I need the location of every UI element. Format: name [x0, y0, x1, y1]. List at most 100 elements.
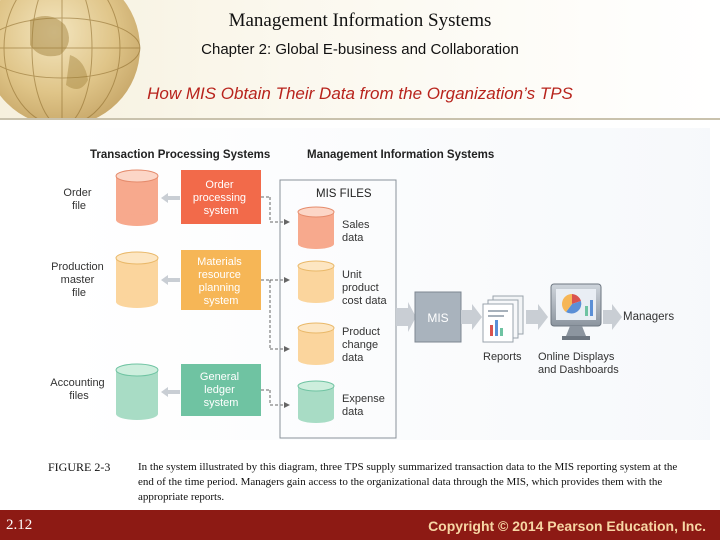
mis-file-sales: Sales data — [297, 206, 373, 249]
connector-arrowheads-part — [284, 346, 290, 352]
page-number: 2.12 — [6, 517, 33, 533]
slide-footer: 2.12 Copyright © 2014 Pearson Education,… — [0, 510, 720, 540]
database-icon-part — [115, 363, 159, 377]
mis-file-sales-part — [298, 239, 334, 249]
system-label: General ledger system — [200, 371, 242, 409]
mis-file-expense-part — [297, 380, 335, 392]
figure-caption: In the system illustrated by this diagra… — [138, 461, 678, 503]
arrow-icon — [603, 304, 622, 330]
mis-file-unit-cost-part — [298, 293, 334, 303]
file-label: Accounting files — [50, 377, 108, 402]
mis-file-unit-cost: Unit product cost data — [297, 260, 388, 307]
mis-files-label: MIS FILES — [316, 188, 372, 200]
tps-row-production: Production master file Materials resourc… — [51, 250, 261, 310]
mis-file-product-change: Product change data — [297, 322, 383, 365]
mis-file-expense-part — [298, 413, 334, 423]
mis-file-unit-cost-part-part: cost data — [342, 295, 388, 307]
displays-label: Online Displays and Dashboards — [538, 351, 619, 376]
system-label-part: Materials — [197, 256, 242, 268]
database-icon-part — [116, 176, 158, 220]
connector-arrowheads — [284, 219, 290, 408]
system-label-part: Order — [205, 179, 233, 191]
mis-file-unit-cost-part: Unit product cost data — [342, 269, 388, 307]
system-label-part: system — [204, 205, 239, 217]
system-label: Order processing system — [193, 179, 249, 217]
figure-label: FIGURE 2-3 — [48, 460, 111, 474]
mis-file-product-change-part — [297, 322, 335, 334]
reports-icon — [482, 295, 524, 343]
system-label: Materials resource planning system — [197, 256, 245, 307]
arrow-icon — [461, 304, 482, 330]
system-label-part: ledger — [204, 384, 235, 396]
mis-file-sales-part-part: data — [342, 232, 364, 244]
tps-mis-diagram: Transaction Processing Systems Managemen… — [0, 120, 720, 450]
monitor-dashboard-icon-part — [566, 326, 586, 336]
reports-icon-part — [490, 325, 493, 336]
deck-title: Management Information Systems — [228, 10, 492, 31]
connector-arrowheads-part — [284, 402, 290, 408]
mis-file-sales-part: Sales data — [342, 219, 373, 244]
database-icon-part — [116, 258, 158, 302]
monitor-dashboard-icon-part — [572, 294, 581, 304]
mis-file-expense-part-part: data — [342, 406, 364, 418]
arrow-icon — [161, 275, 180, 285]
system-label-part: system — [204, 397, 239, 409]
monitor-dashboard-icon-part — [561, 294, 572, 312]
mis-file-sales-part — [297, 206, 335, 218]
deck-subtitle: Chapter 2: Global E-business and Collabo… — [201, 41, 519, 58]
system-label-part: planning — [199, 282, 241, 294]
connector-arrowheads-part — [284, 277, 290, 283]
system-label-part: system — [204, 295, 239, 307]
tps-row-accounting: Accounting files General ledger system — [50, 363, 261, 420]
mis-file-expense: Expense data — [297, 380, 388, 423]
section-header-tps: Transaction Processing Systems — [90, 149, 270, 161]
file-label-part: master — [61, 274, 95, 286]
monitor-dashboard-icon-part — [562, 336, 590, 340]
mis-file-unit-cost-part — [297, 260, 335, 272]
monitor-dashboard-icon-part — [585, 306, 588, 316]
tps-system-box — [181, 250, 261, 310]
database-icon-part — [115, 169, 159, 183]
reports-icon-part — [500, 328, 503, 336]
displays-label-part: and Dashboards — [538, 364, 619, 376]
globe-icon — [0, 0, 141, 120]
reports-icon-part — [488, 315, 504, 317]
database-icon — [115, 363, 159, 420]
title-divider — [0, 118, 720, 120]
arrow-icon — [396, 302, 416, 332]
displays-label-part: Online Displays — [538, 351, 615, 363]
mis-file-expense-part: Expense data — [342, 393, 388, 418]
copyright-notice: Copyright © 2014 Pearson Education, Inc. — [428, 518, 706, 534]
system-label-part: resource — [198, 269, 241, 281]
database-icon-part — [116, 408, 158, 420]
mis-file-product-change-part: Product change data — [342, 326, 383, 364]
mis-box — [414, 291, 462, 343]
file-label: Production master file — [51, 261, 107, 299]
mis-file-product-change-part-part: change — [342, 339, 378, 351]
tps-system-box — [181, 170, 261, 224]
monitor-dashboard-icon-part — [566, 301, 582, 314]
mis-file-product-change-part-part: Product — [342, 326, 380, 338]
system-label-part: processing — [193, 192, 246, 204]
system-label-part: General — [200, 371, 239, 383]
file-label-part: file — [72, 287, 86, 299]
mis-file-expense-part-part: Expense — [342, 393, 385, 405]
dashed-connectors — [261, 196, 284, 406]
database-icon — [115, 169, 159, 226]
mis-file-unit-cost-part-part: product — [342, 282, 379, 294]
mis-file-product-change-part — [298, 355, 334, 365]
connector-arrowheads-part — [284, 219, 290, 225]
database-icon-part — [115, 251, 159, 265]
monitor-dashboard-icon-part — [590, 300, 593, 316]
reports-icon-part — [495, 320, 498, 336]
mis-file-product-change-part-part: data — [342, 352, 364, 364]
database-icon-part — [116, 296, 158, 308]
mis-box-label: MIS — [427, 311, 448, 325]
arrow-icon — [526, 304, 548, 330]
reports-label: Reports — [483, 351, 522, 363]
file-label-part: Production — [51, 261, 104, 273]
file-label-part: Order — [63, 187, 91, 199]
tps-system-box — [181, 364, 261, 416]
tps-row-order: Order file Order processing system — [63, 169, 261, 226]
file-label-part: Accounting — [50, 377, 104, 389]
